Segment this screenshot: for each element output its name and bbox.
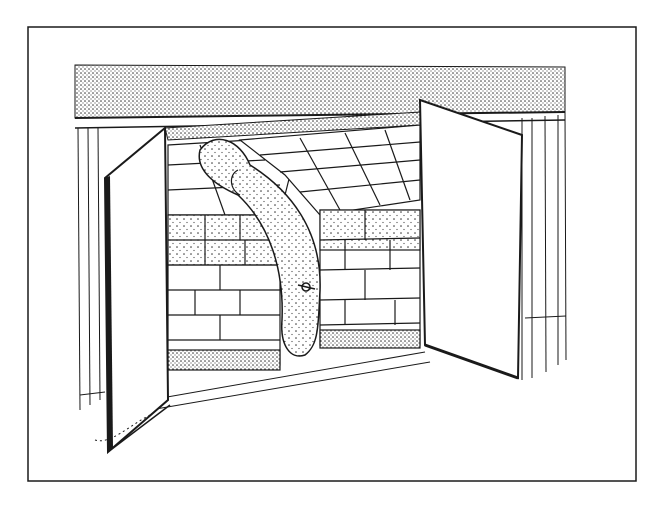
right-door (418, 98, 524, 380)
container-floor (94, 404, 171, 453)
dunnage-air-bag (198, 138, 321, 357)
container-wall (77, 111, 567, 411)
frame-border (27, 26, 637, 482)
right-block-stack (238, 124, 421, 349)
left-door (103, 125, 170, 455)
